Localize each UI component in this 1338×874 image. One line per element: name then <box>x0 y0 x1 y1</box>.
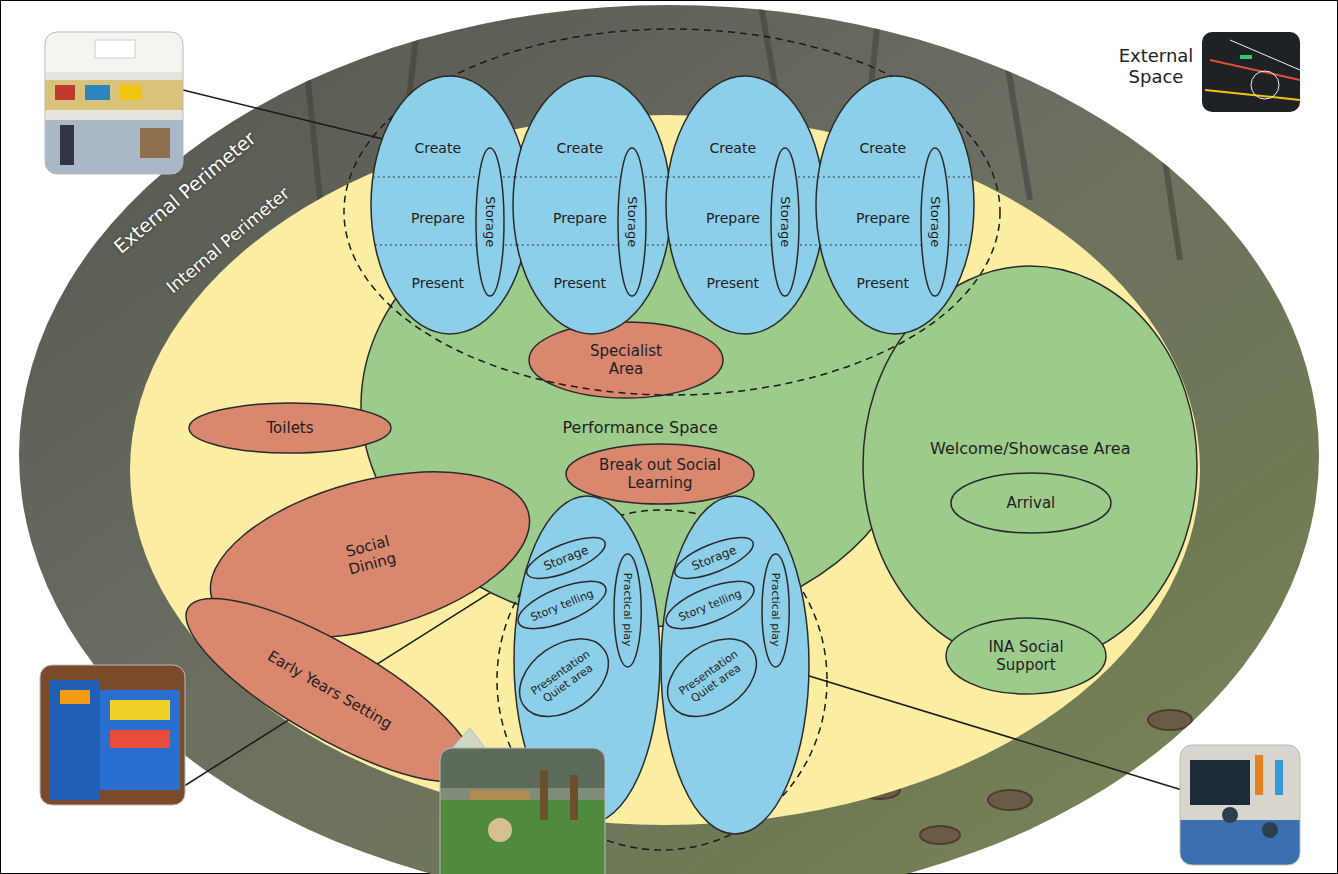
zone-ellipse: Storage <box>770 147 800 297</box>
playground-photo <box>1202 32 1300 112</box>
zone-divider <box>818 177 972 178</box>
zone-ellipse: Arrival <box>950 472 1112 534</box>
text-slot: Practical play <box>621 573 634 647</box>
text-slot: Break out Social Learning <box>597 456 724 492</box>
label-slot: External Space <box>1109 45 1204 88</box>
zone-ellipse: Practical play <box>761 553 790 668</box>
zone-label: Prepare <box>553 210 607 226</box>
text-slot: Prepare <box>706 210 760 227</box>
zone-label: Practical play <box>621 573 634 647</box>
zone-label: Welcome/Showcase Area <box>930 439 1130 458</box>
zone-label: Practical play <box>769 573 782 647</box>
text-slot: Create <box>860 140 907 157</box>
zone-label: Storage <box>483 196 498 247</box>
zone-outline <box>512 75 672 335</box>
zone-ellipse: Toilets <box>188 402 392 454</box>
text-slot: Practical play <box>769 573 782 647</box>
zone-ellipse: CreatePreparePresent Storage <box>512 75 672 335</box>
text-slot: Specialist Area <box>571 342 681 378</box>
text-slot: Welcome/Showcase Area <box>930 439 1130 458</box>
zone-group: StorageStory tellingPresentation Quiet a… <box>660 495 810 835</box>
text-slot: Storage <box>624 196 640 247</box>
photo-frame <box>45 32 183 174</box>
zone-label: Specialist Area <box>590 342 662 378</box>
text-slot: Prepare <box>411 210 465 227</box>
zone-label: Present <box>412 275 465 291</box>
zone-label: Create <box>557 140 604 156</box>
zone-label: Storage <box>625 196 640 247</box>
zone-outline <box>665 75 825 335</box>
outdoor-play-photo <box>440 748 605 874</box>
text-slot: Arrival <box>1007 494 1056 512</box>
text-slot: Storage <box>777 196 793 247</box>
text-slot: Create <box>415 140 462 157</box>
text-slot: Present <box>707 275 760 292</box>
dashed-zone <box>344 29 1000 395</box>
zone-label: Create <box>860 140 907 156</box>
zone-label: Create <box>415 140 462 156</box>
zone-label: Storage <box>928 196 943 247</box>
text-slot: Storage <box>482 196 498 247</box>
zone-ellipse: Practical play <box>613 553 642 668</box>
text-slot: INA Social Support <box>971 638 1081 674</box>
text-slot: Performance Space <box>563 418 718 437</box>
zone-label: Arrival <box>1007 494 1056 512</box>
text-slot: Toilets <box>267 419 314 437</box>
zone-label: Toilets <box>267 419 314 437</box>
text-slot: Prepare <box>856 210 910 227</box>
zone-label: INA Social Support <box>988 638 1063 674</box>
zone-label: Storage <box>778 196 793 247</box>
photo-frame <box>40 665 185 805</box>
zone-ellipse: INA Social Support <box>945 617 1107 695</box>
photo-frame <box>1180 745 1300 865</box>
text-slot: Create <box>557 140 604 157</box>
zone-ellipse: Storage <box>475 147 505 297</box>
classroom-photo <box>45 32 183 174</box>
text-slot: Present <box>554 275 607 292</box>
quiet-area-photo <box>1180 745 1300 865</box>
zone-ellipse: Storage <box>920 147 950 297</box>
zone-ellipse: Specialist Area <box>528 321 724 399</box>
zone-label: Prepare <box>856 210 910 226</box>
zone-label: Performance Space <box>563 418 718 437</box>
text-slot: Present <box>857 275 910 292</box>
photo-frame <box>440 748 605 874</box>
zone-outline <box>370 75 530 335</box>
text-slot: Storage <box>927 196 943 247</box>
external-perimeter <box>19 5 1319 874</box>
zone-outline <box>815 75 975 335</box>
zone-label: Present <box>554 275 607 291</box>
zone-divider <box>668 177 822 178</box>
text-slot: Create <box>710 140 757 157</box>
text-slot: Present <box>412 275 465 292</box>
zone-ellipse: CreatePreparePresent Storage <box>815 75 975 335</box>
zone-label: Present <box>857 275 910 291</box>
perimeter-label: External Space <box>1119 45 1194 88</box>
zone-ellipse: Break out Social Learning <box>565 443 755 505</box>
zone-divider <box>373 177 527 178</box>
zone-ellipse: CreatePreparePresent Storage <box>665 75 825 335</box>
zone-label: Prepare <box>706 210 760 226</box>
zone-ellipse: Storage <box>617 147 647 297</box>
zone-label: Create <box>710 140 757 156</box>
storage-photo <box>40 665 185 805</box>
zone-divider <box>515 177 669 178</box>
zone-label: Present <box>707 275 760 291</box>
zone-ellipse: CreatePreparePresent Storage <box>370 75 530 335</box>
zone-label: Break out Social Learning <box>599 456 721 492</box>
photo-pointer <box>452 728 485 748</box>
text-slot: Prepare <box>553 210 607 227</box>
zone-label: Prepare <box>411 210 465 226</box>
